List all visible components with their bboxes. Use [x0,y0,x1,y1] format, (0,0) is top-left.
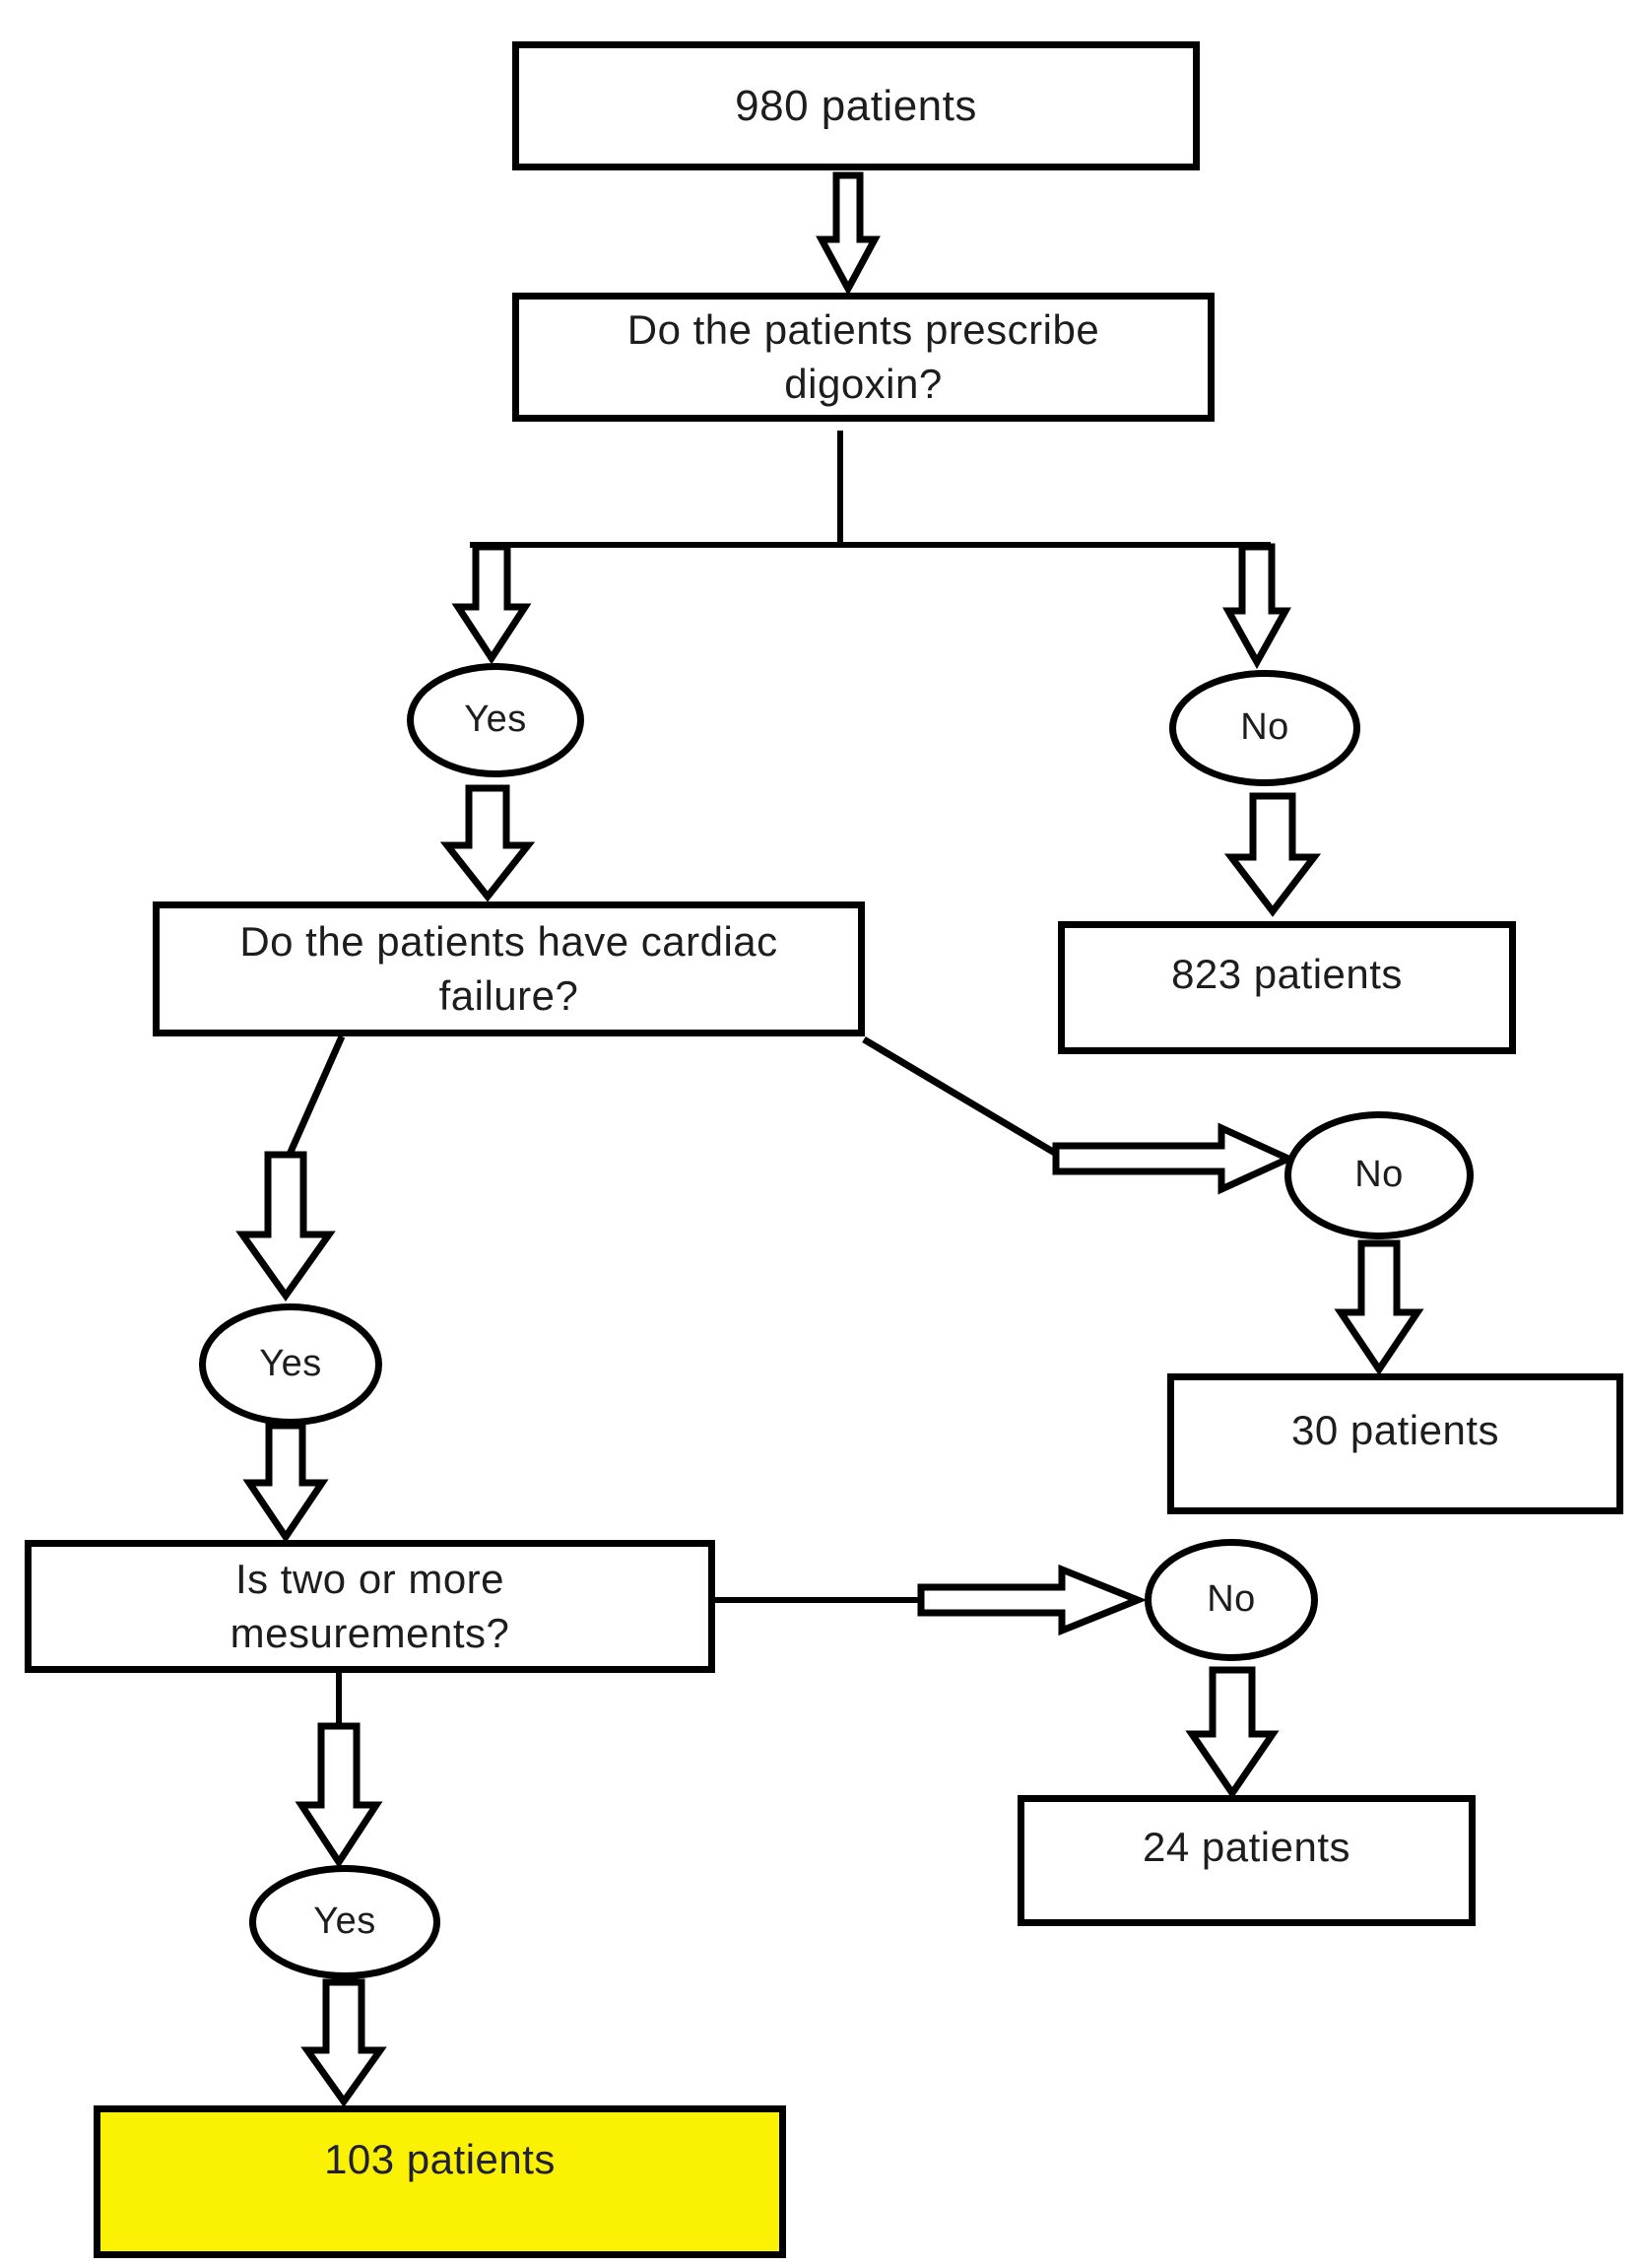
node-823-patients: 823 patients [1058,921,1516,1054]
node-no-cardiac: No [1284,1111,1474,1239]
block-arrow-down-to-yes3 [295,1722,383,1869]
block-arrow-down-no3-to-24 [1185,1666,1280,1800]
node-question-measurements-label: Is two or more mesurements? [230,1555,510,1656]
node-823-patients-label: 823 patients [1171,951,1403,998]
node-yes-cardiac: Yes [199,1303,382,1426]
block-arrow-right-mesurements-to-no3 [917,1564,1148,1636]
block-arrow-down-to-yes2 [235,1151,336,1302]
block-arrow-down-no2-to-30 [1334,1239,1424,1376]
block-arrow-down-branch-to-yes1 [451,543,532,665]
node-yes-digoxin: Yes [407,663,584,777]
node-yes-cardiac-label: Yes [259,1343,322,1385]
node-24-patients-label: 24 patients [1143,1824,1350,1871]
block-arrow-down-yes3-to-103 [300,1978,387,2108]
node-no-digoxin: No [1169,670,1360,786]
node-question-cardiac-failure: Do the patients have cardiac failure? [153,901,865,1036]
node-no-cardiac-label: No [1354,1154,1404,1196]
block-arrow-down-no1-to-823 [1223,792,1322,917]
node-yes-digoxin-label: Yes [464,699,527,741]
block-arrow-down-yes1-to-cardiac [439,784,536,902]
node-30-patients-label: 30 patients [1291,1407,1499,1454]
block-arrow-down-branch-to-no1 [1222,543,1291,670]
line-cardiac-to-yes-diagonal [284,1034,346,1161]
node-103-patients-highlighted: 103 patients [94,2105,786,2258]
node-question-measurements: Is two or more mesurements? [25,1540,715,1673]
node-980-patients: 980 patients [512,41,1200,170]
line-cardiac-to-no-diagonal [862,1035,1060,1159]
node-question-digoxin: Do the patients prescribe digoxin? [512,293,1215,422]
node-yes-measurements: Yes [249,1865,440,1979]
node-question-cardiac-failure-label: Do the patients have cardiac failure? [239,917,778,1019]
node-yes-measurements-label: Yes [313,1901,376,1943]
node-103-patients-label: 103 patients [324,2136,556,2183]
node-30-patients: 30 patients [1167,1373,1623,1514]
node-980-patients-label: 980 patients [735,81,977,130]
node-no-digoxin-label: No [1240,706,1289,749]
node-no-measurements-label: No [1207,1578,1256,1621]
node-question-digoxin-label: Do the patients prescribe digoxin? [626,305,1100,407]
block-arrow-down-980-to-digoxin [816,171,881,297]
block-arrow-right-cardiac-to-no2 [1052,1122,1297,1195]
block-arrow-down-yes2-to-mesurements [242,1422,329,1544]
node-24-patients: 24 patients [1018,1795,1476,1926]
node-no-measurements: No [1145,1539,1318,1661]
